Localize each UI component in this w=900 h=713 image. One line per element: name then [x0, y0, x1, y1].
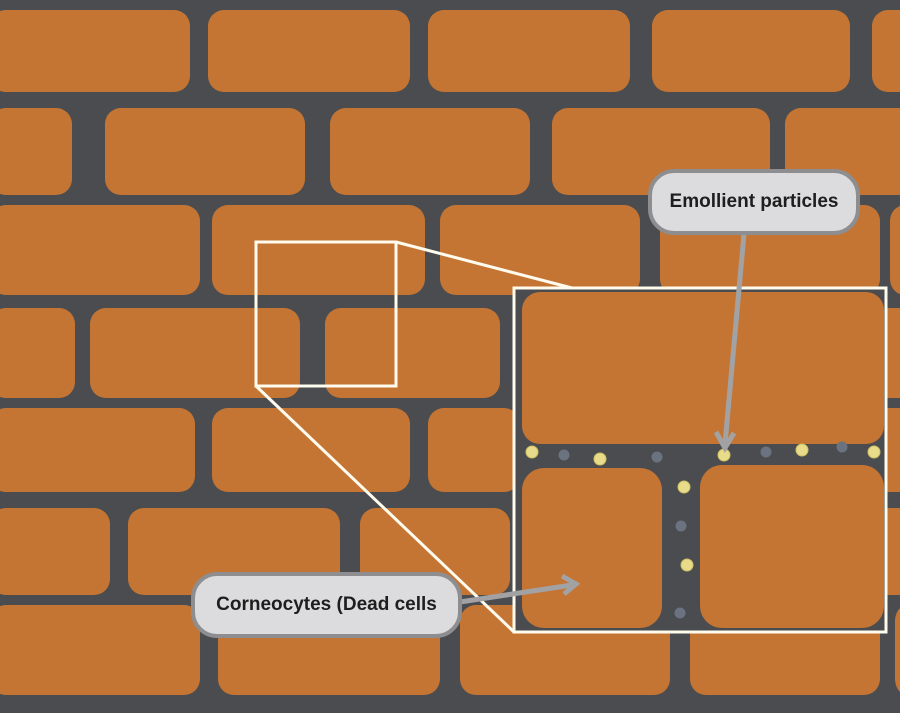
inset-frame — [512, 286, 888, 634]
emollient-particles-label: Emollient particles — [648, 169, 860, 235]
corneocyte-brick — [0, 508, 110, 595]
corneocytes-arrowhead — [560, 573, 581, 596]
corneocyte-brick — [0, 408, 195, 492]
corneocyte-brick — [428, 10, 630, 92]
inset-brick-bottom-left — [522, 468, 662, 628]
corneocyte-brick — [0, 10, 190, 92]
lipid-particle-dot — [674, 607, 686, 619]
corneocyte-brick — [0, 205, 200, 295]
emollient-particle-dot — [795, 443, 809, 457]
corneocyte-brick — [212, 408, 410, 492]
emollient-arrow — [722, 233, 747, 445]
zoom-source-box — [254, 240, 398, 388]
lipid-particle-dot — [558, 449, 570, 461]
emollient-particle-dot — [525, 445, 539, 459]
corneocyte-brick — [0, 308, 75, 398]
zoom-connector-line — [254, 384, 516, 634]
corneocytes-label: Corneocytes (Dead cells — [191, 572, 462, 638]
corneocytes-arrow — [459, 582, 573, 605]
corneocyte-brick — [208, 10, 410, 92]
emollient-particle-dot — [867, 445, 881, 459]
lipid-particle-dot — [675, 520, 687, 532]
corneocyte-brick — [652, 10, 850, 92]
corneocytes-label-text: Corneocytes (Dead cells — [216, 594, 437, 615]
inset-brick-top — [522, 292, 884, 444]
corneocyte-brick — [330, 108, 530, 195]
emollient-particle-dot — [680, 558, 694, 572]
corneocyte-brick — [428, 408, 520, 492]
corneocyte-brick — [105, 108, 305, 195]
corneocyte-brick — [0, 108, 72, 195]
corneocyte-brick — [872, 10, 900, 92]
lipid-particle-dot — [760, 446, 772, 458]
emollient-label-text: Emollient particles — [669, 191, 839, 212]
corneocyte-brick — [90, 308, 300, 398]
corneocyte-brick — [325, 308, 500, 398]
emollient-particle-dot — [593, 452, 607, 466]
emollient-arrowhead — [713, 430, 737, 453]
corneocyte-brick — [440, 205, 640, 295]
corneocyte-brick — [0, 605, 200, 695]
lipid-particle-dot — [651, 451, 663, 463]
zoom-connector-line — [395, 240, 573, 290]
corneocyte-brick — [895, 608, 900, 692]
corneocyte-brick — [890, 205, 900, 295]
corneocyte-brick — [212, 205, 425, 295]
emollient-particle-dot — [677, 480, 691, 494]
inset-brick-bottom-right — [700, 465, 884, 628]
lipid-particle-dot — [836, 441, 848, 453]
